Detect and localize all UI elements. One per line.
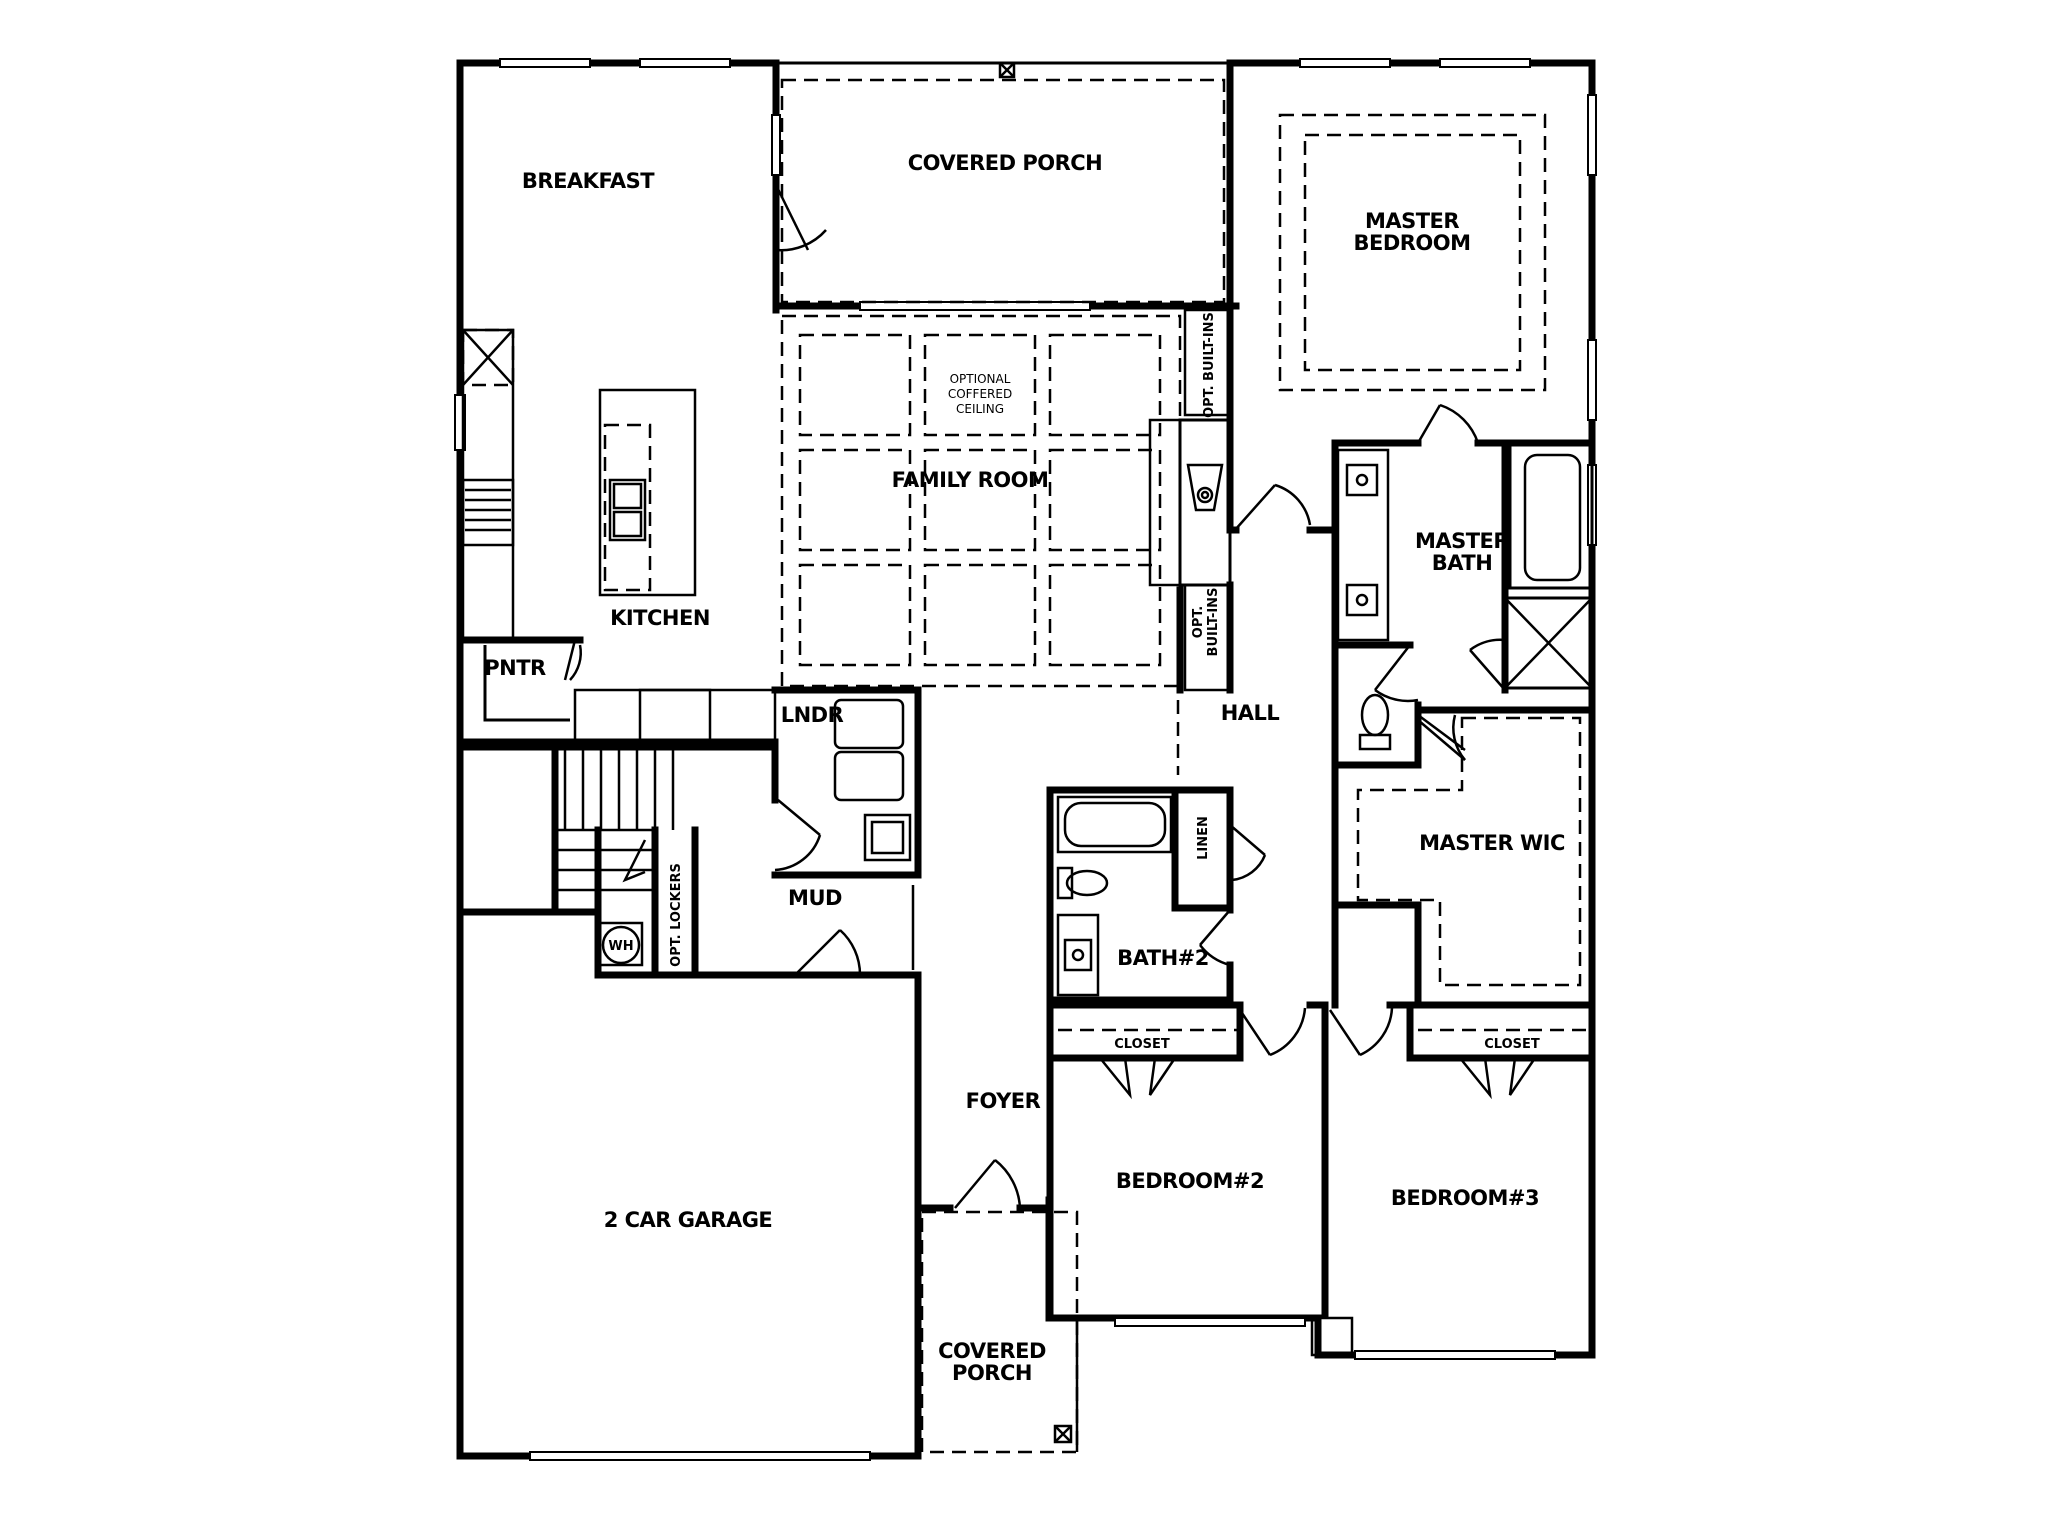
sink-icon — [608, 478, 647, 542]
label-opt-lockers: OPT. LOCKERS — [669, 863, 684, 967]
fireplace — [1148, 308, 1232, 692]
label-kitchen: KITCHEN — [610, 606, 710, 630]
label-coffered-3: CEILING — [956, 402, 1004, 416]
range-icon — [465, 488, 511, 532]
label-opt-builtins-bottom-2: BUILT-INS — [1206, 588, 1221, 657]
label-opt-builtins-top: OPT. BUILT-INS — [1202, 312, 1217, 418]
label-master-bedroom-2: BEDROOM — [1353, 231, 1470, 255]
label-laundry: LNDR — [781, 703, 844, 727]
label-covered-porch-front-1: COVERED — [938, 1339, 1046, 1363]
label-mud: MUD — [788, 886, 842, 910]
label-bedroom3: BEDROOM#3 — [1391, 1186, 1539, 1210]
toilet-icon — [1358, 693, 1392, 751]
label-opt-builtins-bottom-1: OPT. — [1191, 606, 1206, 638]
label-master-bedroom-1: MASTER — [1365, 209, 1459, 233]
master-wic — [1356, 706, 1596, 1009]
exterior-walls — [456, 59, 1596, 1460]
label-water-heater: WH — [608, 939, 633, 954]
label-bath2: BATH#2 — [1117, 946, 1209, 970]
label-garage: 2 CAR GARAGE — [604, 1208, 773, 1232]
foyer — [914, 971, 1079, 1454]
label-master-bath-1: MASTER — [1415, 529, 1509, 553]
label-closet-bed3: CLOSET — [1484, 1037, 1540, 1052]
label-master-wic: MASTER WIC — [1419, 831, 1565, 855]
master-bath — [1331, 403, 1596, 1009]
bath2 — [1046, 786, 1267, 1004]
bedrooms — [1046, 1001, 1596, 1357]
windows — [454, 58, 1597, 1461]
laundry — [771, 686, 922, 879]
room-labels: BREAKFAST COVERED PORCH MASTER BEDROOM O… — [484, 151, 1565, 1385]
label-foyer: FOYER — [966, 1089, 1041, 1113]
stairs — [456, 743, 922, 979]
label-pantry: PNTR — [484, 656, 546, 680]
label-bedroom2: BEDROOM#2 — [1116, 1169, 1264, 1193]
master-tray-ceiling — [1278, 113, 1547, 392]
label-covered-porch-rear: COVERED PORCH — [908, 151, 1102, 175]
label-covered-porch-front-2: PORCH — [952, 1361, 1032, 1385]
master-door — [1226, 483, 1339, 534]
label-linen: LINEN — [1196, 816, 1211, 860]
label-coffered-2: COFFERED — [948, 387, 1012, 401]
label-family-room: FAMILY ROOM — [892, 468, 1049, 492]
label-breakfast: BREAKFAST — [522, 169, 655, 193]
hall-walls — [1176, 581, 1339, 1009]
rear-porch — [774, 61, 1226, 304]
label-coffered-1: OPTIONAL — [950, 372, 1011, 386]
label-hall: HALL — [1221, 701, 1280, 725]
label-master-bath-2: BATH — [1432, 551, 1493, 575]
pantry — [456, 636, 779, 746]
label-closet-bed2: CLOSET — [1114, 1037, 1170, 1052]
